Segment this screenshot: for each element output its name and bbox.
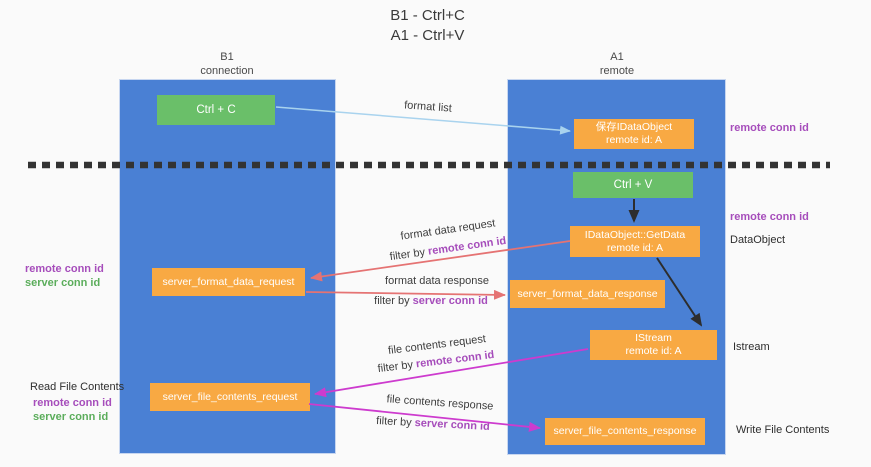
- label-remote-conn-id-top-right: remote conn id: [730, 122, 809, 134]
- save-idataobject-line2: remote id: A: [605, 134, 663, 146]
- file-request-label: server_file_contents_request: [162, 390, 298, 403]
- filter-by-text: filter by: [377, 358, 417, 376]
- box-server-file-contents-request: server_file_contents_request: [150, 383, 310, 411]
- lane-b1-subtitle: connection: [200, 65, 254, 77]
- ctrl-v-label: Ctrl + V: [613, 178, 653, 191]
- diagram-title: B1 - Ctrl+C A1 - Ctrl+V: [0, 6, 863, 46]
- label-write-file-contents: Write File Contents: [736, 424, 830, 436]
- label-dataobject: DataObject: [730, 234, 786, 246]
- edge-label-format-response-filter: filter by server conn id: [374, 295, 488, 307]
- istream-line1: IStream: [635, 332, 672, 344]
- getdata-line1: IDataObject::GetData: [584, 228, 686, 241]
- lane-header-a1: A1 remote: [557, 50, 677, 78]
- filter-by-text: filter by: [389, 245, 429, 264]
- box-save-idataobject: 保存IDataObject remote id: A: [574, 119, 694, 149]
- label-server-conn-id-bottom-left: server conn id: [33, 411, 109, 423]
- lane-a1-subtitle: remote: [599, 65, 635, 77]
- format-request-label: server_format_data_request: [162, 275, 295, 288]
- edge-label-file-response-filter: filter by server conn id: [376, 415, 490, 433]
- getdata-line2: remote id: A: [606, 241, 664, 254]
- lane-header-b1: B1 connection: [167, 50, 287, 78]
- label-remote-conn-id-bottom-left: remote conn id: [33, 397, 112, 409]
- box-server-format-data-request: server_format_data_request: [152, 268, 305, 296]
- box-idataobject-getdata: IDataObject::GetData remote id: A: [570, 226, 700, 257]
- format-response-label: server_format_data_response: [517, 287, 658, 300]
- lane-b1-title: B1: [220, 51, 234, 63]
- label-remote-conn-id-mid-right: remote conn id: [730, 211, 809, 223]
- label-istream: Istream: [733, 341, 770, 353]
- istream-line2: remote id: A: [625, 345, 682, 357]
- box-ctrl-v: Ctrl + V: [573, 172, 693, 198]
- edge-label-format-data-response: format data response: [385, 275, 489, 287]
- save-idataobject-line1: 保存IDataObject: [595, 121, 673, 133]
- ctrl-c-label: Ctrl + C: [196, 103, 236, 116]
- title-line-1: B1 - Ctrl+C: [390, 7, 465, 24]
- label-server-conn-id-top-left: server conn id: [25, 277, 101, 289]
- filter-key-server-conn-id: server conn id: [414, 417, 491, 433]
- box-server-file-contents-response: server_file_contents_response: [545, 418, 705, 445]
- box-istream: IStream remote id: A: [590, 330, 717, 360]
- filter-key-remote-conn-id: remote conn id: [427, 234, 507, 258]
- edge-label-file-contents-response: file contents response: [386, 393, 494, 413]
- lane-a1-title: A1: [610, 51, 624, 63]
- filter-by-text: filter by: [374, 295, 413, 307]
- edge-label-format-list: format list: [403, 99, 453, 115]
- box-ctrl-c: Ctrl + C: [157, 95, 275, 125]
- file-response-label: server_file_contents_response: [553, 425, 697, 437]
- filter-by-text: filter by: [375, 415, 415, 430]
- box-server-format-data-response: server_format_data_response: [510, 280, 665, 308]
- label-read-file-contents: Read File Contents: [30, 381, 125, 393]
- title-line-2: A1 - Ctrl+V: [390, 27, 465, 44]
- label-remote-conn-id-top-left: remote conn id: [25, 263, 104, 275]
- filter-key-server-conn-id: server conn id: [412, 295, 488, 307]
